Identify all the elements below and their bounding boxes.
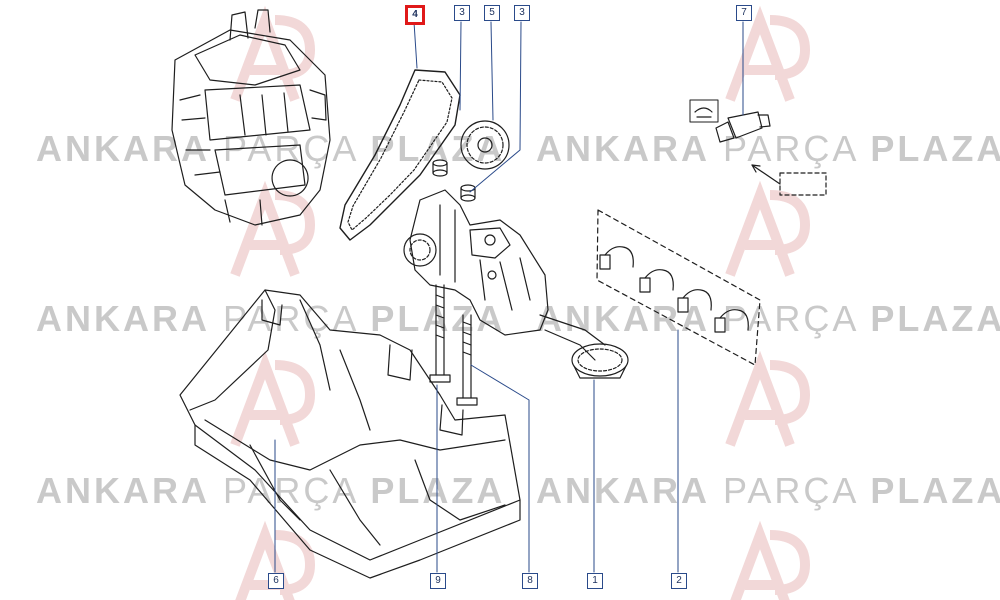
callout-3[interactable]: 3	[454, 5, 470, 21]
piston-jet	[639, 269, 674, 293]
timing-chain	[339, 69, 461, 241]
callout-4-highlighted[interactable]: 4	[405, 5, 425, 25]
piston-jet	[677, 289, 712, 313]
watermark-logo	[725, 350, 811, 447]
leader-lines	[274, 21, 744, 573]
sensor-dashed-box	[751, 164, 827, 196]
bolt-8	[456, 314, 478, 406]
oil-level-icon	[689, 99, 719, 123]
watermark-logo	[230, 350, 316, 447]
bushing-upper	[432, 159, 448, 177]
watermark-logo	[725, 5, 811, 102]
piston-jet	[599, 246, 634, 270]
piston-jet	[714, 309, 749, 333]
watermark-logo	[725, 180, 811, 277]
callout-5[interactable]: 5	[484, 5, 500, 21]
callout-9[interactable]: 9	[430, 573, 446, 589]
oil-pickup-tube	[539, 314, 629, 379]
callout-1[interactable]: 1	[587, 573, 603, 589]
crankcase-lower-frame	[179, 289, 521, 579]
piston-jets-group	[596, 209, 761, 366]
oil-pump	[403, 189, 549, 336]
callout-6[interactable]: 6	[268, 573, 284, 589]
callout-7[interactable]: 7	[736, 5, 752, 21]
engine-assembly	[171, 9, 331, 226]
callout-2[interactable]: 2	[671, 573, 687, 589]
bolt-9	[429, 284, 451, 383]
watermark-logo	[230, 180, 316, 277]
callout-3[interactable]: 3	[514, 5, 530, 21]
callout-8[interactable]: 8	[522, 573, 538, 589]
watermark-logo	[730, 520, 811, 600]
watermark-logo	[230, 5, 316, 102]
bushing-lower	[460, 184, 476, 202]
oil-pressure-sensor	[715, 111, 771, 143]
sprocket	[460, 120, 510, 170]
